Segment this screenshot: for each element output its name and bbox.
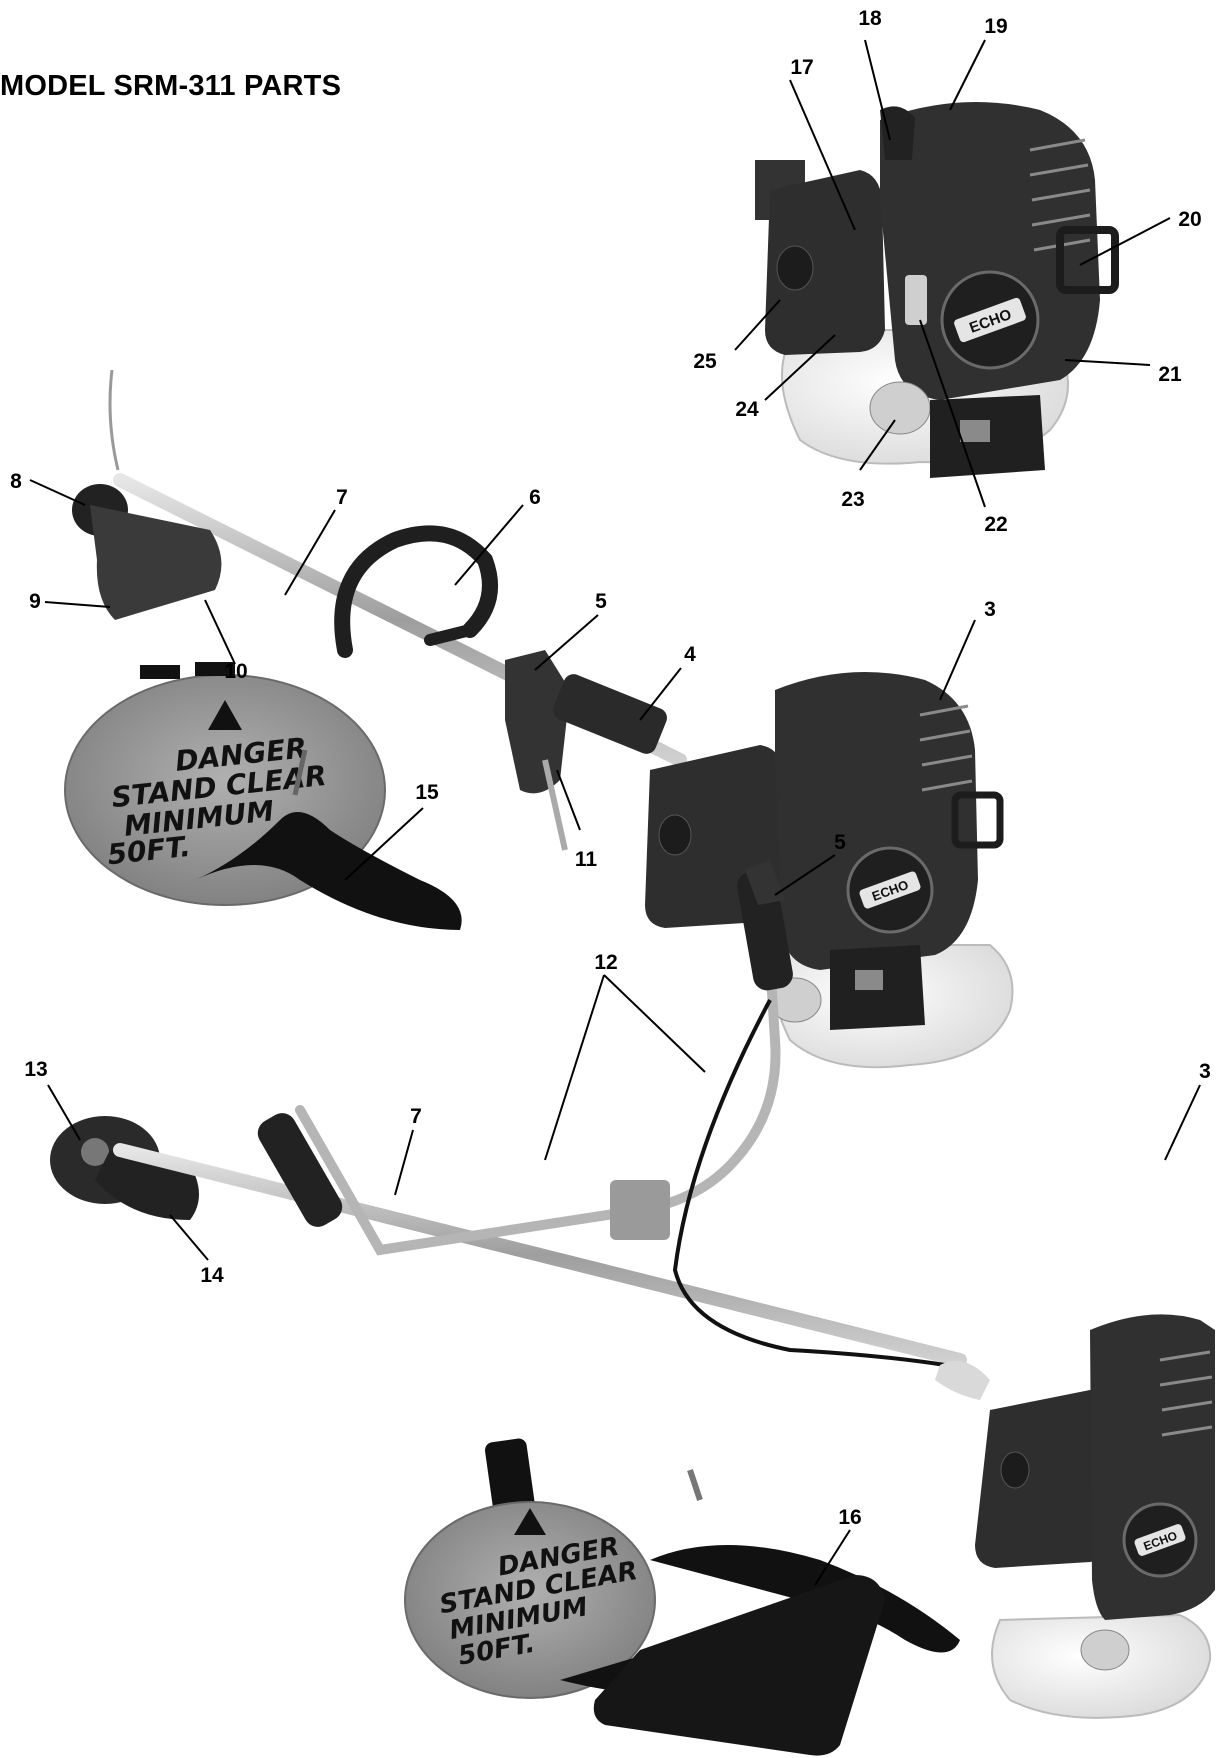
throttle-housing — [505, 650, 570, 793]
choke-knob — [1001, 1452, 1029, 1488]
fuel-cap — [1081, 1630, 1129, 1670]
callout-6: 6 — [529, 486, 541, 510]
callout-19: 19 — [984, 15, 1007, 39]
callout-22: 22 — [984, 513, 1007, 537]
callout-21: 21 — [1158, 363, 1181, 387]
callout-3: 3 — [984, 598, 996, 622]
callout-14: 14 — [200, 1264, 223, 1288]
callout-5: 5 — [834, 831, 846, 855]
callout-15: 15 — [415, 781, 438, 805]
callout-25: 25 — [693, 350, 716, 374]
callout-16: 16 — [838, 1506, 861, 1530]
drive-coupling — [935, 1361, 990, 1400]
callout-3: 3 — [1199, 1060, 1211, 1084]
callout-9: 9 — [29, 590, 41, 614]
engine-closeup: ECHO — [755, 102, 1115, 478]
spark-plug-cap — [880, 106, 915, 160]
callout-7: 7 — [410, 1105, 422, 1129]
callout-23: 23 — [841, 488, 864, 512]
callout-5: 5 — [595, 590, 607, 614]
rear-grip — [550, 671, 670, 757]
callout-12: 12 — [594, 951, 617, 975]
callout-7: 7 — [336, 486, 348, 510]
stop-switch — [905, 275, 927, 325]
harness-hook — [690, 1470, 700, 1500]
fuel-cap — [870, 382, 930, 434]
callout-8: 8 — [10, 470, 22, 494]
danger-tag-harness: DANGER STAND CLEAR MINIMUM 50FT. — [405, 1438, 960, 1756]
callout-10: 10 — [224, 660, 247, 684]
callout-13: 13 — [24, 1058, 47, 1082]
callout-24: 24 — [735, 398, 758, 422]
danger-tag-strap-1: DANGER STAND CLEAR MINIMUM 50FT. — [65, 662, 462, 930]
callout-18: 18 — [858, 7, 881, 31]
choke-knob — [659, 815, 691, 855]
callout-11: 11 — [575, 848, 597, 872]
callout-17: 17 — [790, 56, 813, 80]
callout-4: 4 — [684, 643, 696, 667]
drive-shaft — [120, 1150, 960, 1360]
trimmer-line — [110, 370, 118, 470]
callout-20: 20 — [1178, 208, 1201, 232]
choke-knob — [777, 246, 813, 290]
handle-clamp — [610, 1180, 670, 1240]
